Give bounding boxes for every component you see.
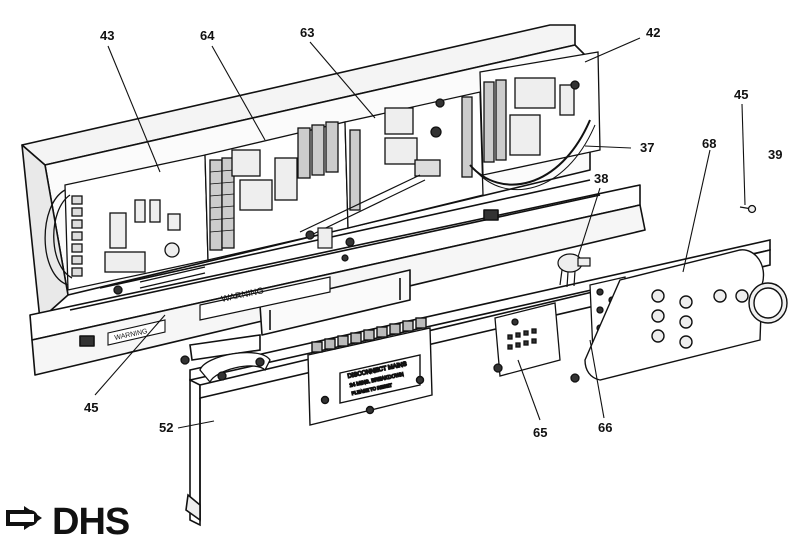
knob-39 (748, 282, 788, 324)
dhs-logo: DHS (0, 498, 160, 538)
circuit-board-64 (204, 121, 349, 261)
callout-68: 68 (702, 136, 716, 151)
callout-45-bottom: 45 (84, 400, 98, 415)
logo-text: DHS (52, 501, 129, 538)
callout-65: 65 (533, 425, 547, 440)
callout-38: 38 (594, 171, 608, 186)
circuit-board-42 (469, 51, 601, 191)
screw-45 (739, 204, 757, 214)
callout-numbers: 43 64 63 42 45 39 37 68 38 45 52 65 66 (84, 25, 782, 440)
indicator-plate-68 (584, 249, 765, 381)
callout-39: 39 (768, 147, 782, 162)
callout-45-top: 45 (734, 87, 748, 102)
callout-64: 64 (200, 28, 215, 43)
circuit-board-65 (493, 302, 580, 383)
callout-63: 63 (300, 25, 314, 40)
callout-52: 52 (159, 420, 173, 435)
switch-assembly: DISCONNECT MAINS 24 MINS. BREAKDOWN PLEA… (307, 317, 433, 426)
potentiometer-38 (557, 253, 591, 288)
callout-42: 42 (646, 25, 660, 40)
callout-43: 43 (100, 28, 114, 43)
cable-clamp (180, 352, 271, 384)
callout-37: 37 (640, 140, 654, 155)
callout-66: 66 (598, 420, 612, 435)
cable-connector (299, 174, 426, 262)
leader-lines (94, 37, 746, 429)
